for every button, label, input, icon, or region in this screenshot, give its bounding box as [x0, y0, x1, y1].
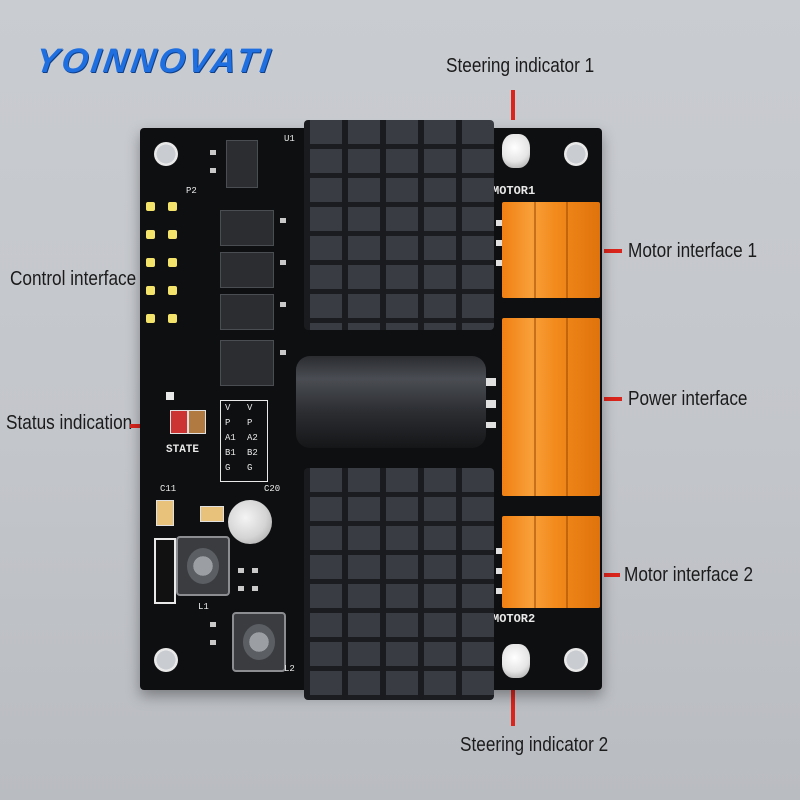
mounting-hole [564, 648, 588, 672]
smd-pad [280, 260, 286, 265]
heatsink-top [304, 120, 494, 330]
steering-led-2 [502, 644, 530, 678]
control-pin-header [144, 198, 184, 338]
smd-pad [210, 622, 216, 627]
status-led [170, 410, 188, 434]
mosfet [220, 340, 274, 386]
motor-terminal-2 [502, 516, 600, 608]
bulk-capacitor [296, 356, 486, 448]
mounting-hole [564, 142, 588, 166]
callout-line-motor-2 [604, 573, 620, 577]
pin-label: A2 [247, 433, 258, 443]
silk-p2: P2 [186, 186, 197, 196]
label-status-indication: Status indication [6, 412, 133, 434]
pin-label: V [247, 403, 253, 413]
callout-line-motor-1 [604, 249, 622, 253]
pin-label: G [225, 463, 231, 473]
pad-mark [166, 392, 174, 400]
smd-pad [210, 640, 216, 645]
smd-pad [280, 302, 286, 307]
motor-terminal-1 [502, 202, 600, 298]
callout-line-power [604, 397, 622, 401]
pin-label: V [225, 403, 231, 413]
diode [154, 538, 176, 604]
label-motor-interface-1: Motor interface 1 [628, 240, 758, 262]
pin-label: P [247, 418, 253, 428]
smd-pad [252, 586, 258, 591]
terminal-pins [496, 220, 504, 280]
power-terminal [502, 318, 600, 496]
pin-label: A1 [225, 433, 236, 443]
status-resistor [188, 410, 206, 434]
heatsink-bottom [304, 468, 494, 700]
label-steering-indicator-1: Steering indicator 1 [446, 55, 595, 77]
callout-line-steering-2 [511, 682, 515, 726]
silk-u1: U1 [284, 134, 295, 144]
silk-motor2: MOTOR2 [492, 612, 536, 626]
silk-c11: C11 [160, 484, 177, 494]
smd-pad [238, 568, 244, 573]
pin-label: B2 [247, 448, 258, 458]
label-motor-interface-2: Motor interface 2 [624, 564, 754, 586]
silk-l2: L2 [284, 664, 295, 674]
mosfet [220, 294, 274, 330]
mounting-hole [154, 142, 178, 166]
pin-label: G [247, 463, 253, 473]
pin-legend: V V P P A1 A2 B1 B2 G G [220, 400, 268, 482]
terminal-pins [496, 548, 504, 608]
smd-pad [210, 168, 216, 173]
smd-pad [252, 568, 258, 573]
smd-capacitor [200, 506, 224, 522]
smd-pad [280, 350, 286, 355]
driver-board: MOTOR1 MOTOR2 P2 U1 STATE V [140, 120, 602, 700]
smd-pad [210, 150, 216, 155]
label-steering-indicator-2: Steering indicator 2 [460, 734, 609, 756]
label-control-interface: Control interface [10, 268, 137, 290]
mounting-hole [154, 648, 178, 672]
inductor-l1 [176, 536, 230, 596]
terminal-pins [486, 378, 496, 428]
pin-label: B1 [225, 448, 236, 458]
smd-pad [280, 218, 286, 223]
mosfet [220, 210, 274, 246]
smd-capacitor [156, 500, 174, 526]
mosfet [220, 252, 274, 288]
steering-led-1 [502, 134, 530, 168]
silk-motor1: MOTOR1 [492, 184, 536, 198]
silk-state: STATE [166, 444, 200, 456]
silk-c20: C20 [264, 484, 281, 494]
callout-line-steering-1 [511, 90, 515, 120]
driver-chip [226, 140, 258, 188]
pin-label: P [225, 418, 231, 428]
label-power-interface: Power interface [628, 388, 748, 410]
inductor-l2 [232, 612, 286, 672]
smd-pad [238, 586, 244, 591]
brand-logo: YOINNOVATI [33, 42, 276, 80]
silk-l1: L1 [198, 602, 209, 612]
electrolytic-capacitor [228, 500, 272, 544]
